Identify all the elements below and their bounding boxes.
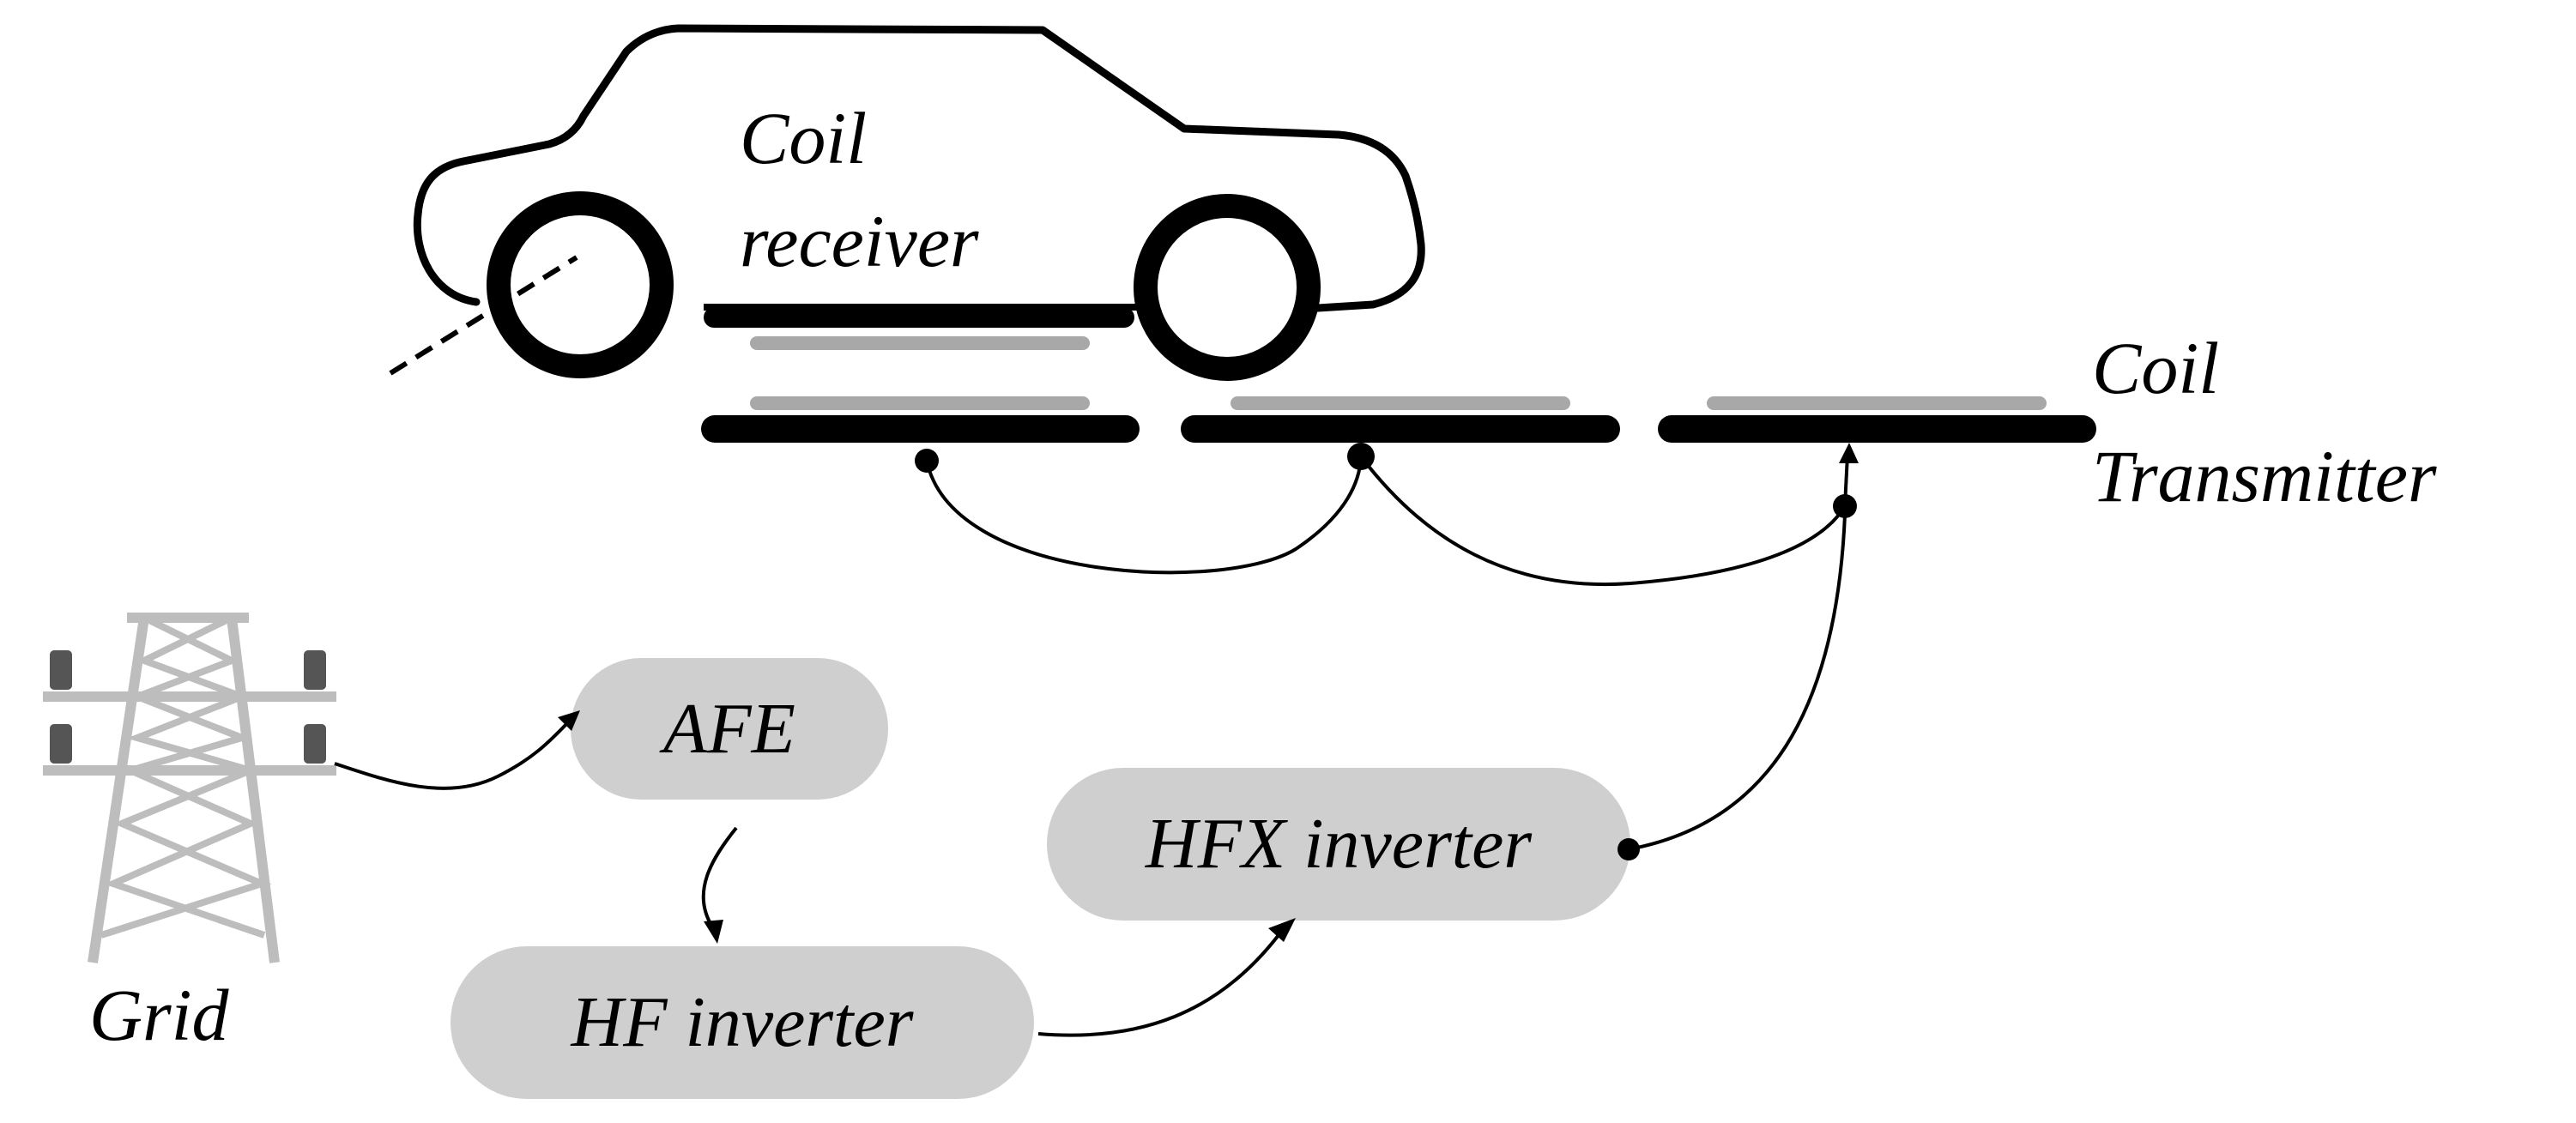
hf-inverter-label: HF inverter: [571, 982, 914, 1062]
coil-transmitter-label-line2: Transmitter: [2092, 435, 2437, 517]
hf-inverter-block: [450, 946, 1034, 1099]
coil-connections: [915, 443, 1859, 586]
coil-receiver-label-line2: receiver: [740, 200, 979, 282]
wire-coil2-coil3: [1359, 455, 1847, 586]
insulator: [304, 724, 326, 764]
hfx-inverter-label: HFX inverter: [1145, 804, 1533, 884]
grid-label: Grid: [89, 974, 229, 1056]
wire-coil1-coil2: [925, 456, 1363, 575]
flow-arrows: [334, 514, 1847, 1037]
afe-label: AFE: [663, 688, 795, 769]
afe-block: [571, 658, 888, 800]
arrow-grid-to-afe: [334, 721, 570, 790]
dashed-ground-line: [389, 255, 578, 376]
receiver-coil: [704, 307, 1134, 350]
arrow-hf-to-hfx: [1037, 933, 1280, 1037]
arrow-afe-to-hf: [701, 826, 738, 928]
hfx-inverter-block: [1047, 768, 1630, 921]
transmitter-coil-1: [701, 396, 1140, 443]
coil-transmitter-label-line1: Coil: [2092, 327, 2220, 409]
front-wheel: [1134, 194, 1321, 381]
insulator: [50, 650, 72, 690]
car-body: [413, 24, 1425, 313]
insulator: [50, 724, 72, 764]
arrow-hfx-to-coil: [1628, 514, 1847, 851]
coil-receiver-label-line1: Coil: [740, 97, 868, 179]
rear-wheel: [487, 191, 674, 378]
car-outline-icon: [389, 24, 1425, 381]
transmitter-coil-2: [1181, 396, 1620, 443]
arrowhead-coil3: [1839, 443, 1859, 463]
power-tower-icon: [43, 613, 336, 963]
insulator: [304, 650, 326, 690]
transmitter-coil-3: [1658, 396, 2096, 443]
